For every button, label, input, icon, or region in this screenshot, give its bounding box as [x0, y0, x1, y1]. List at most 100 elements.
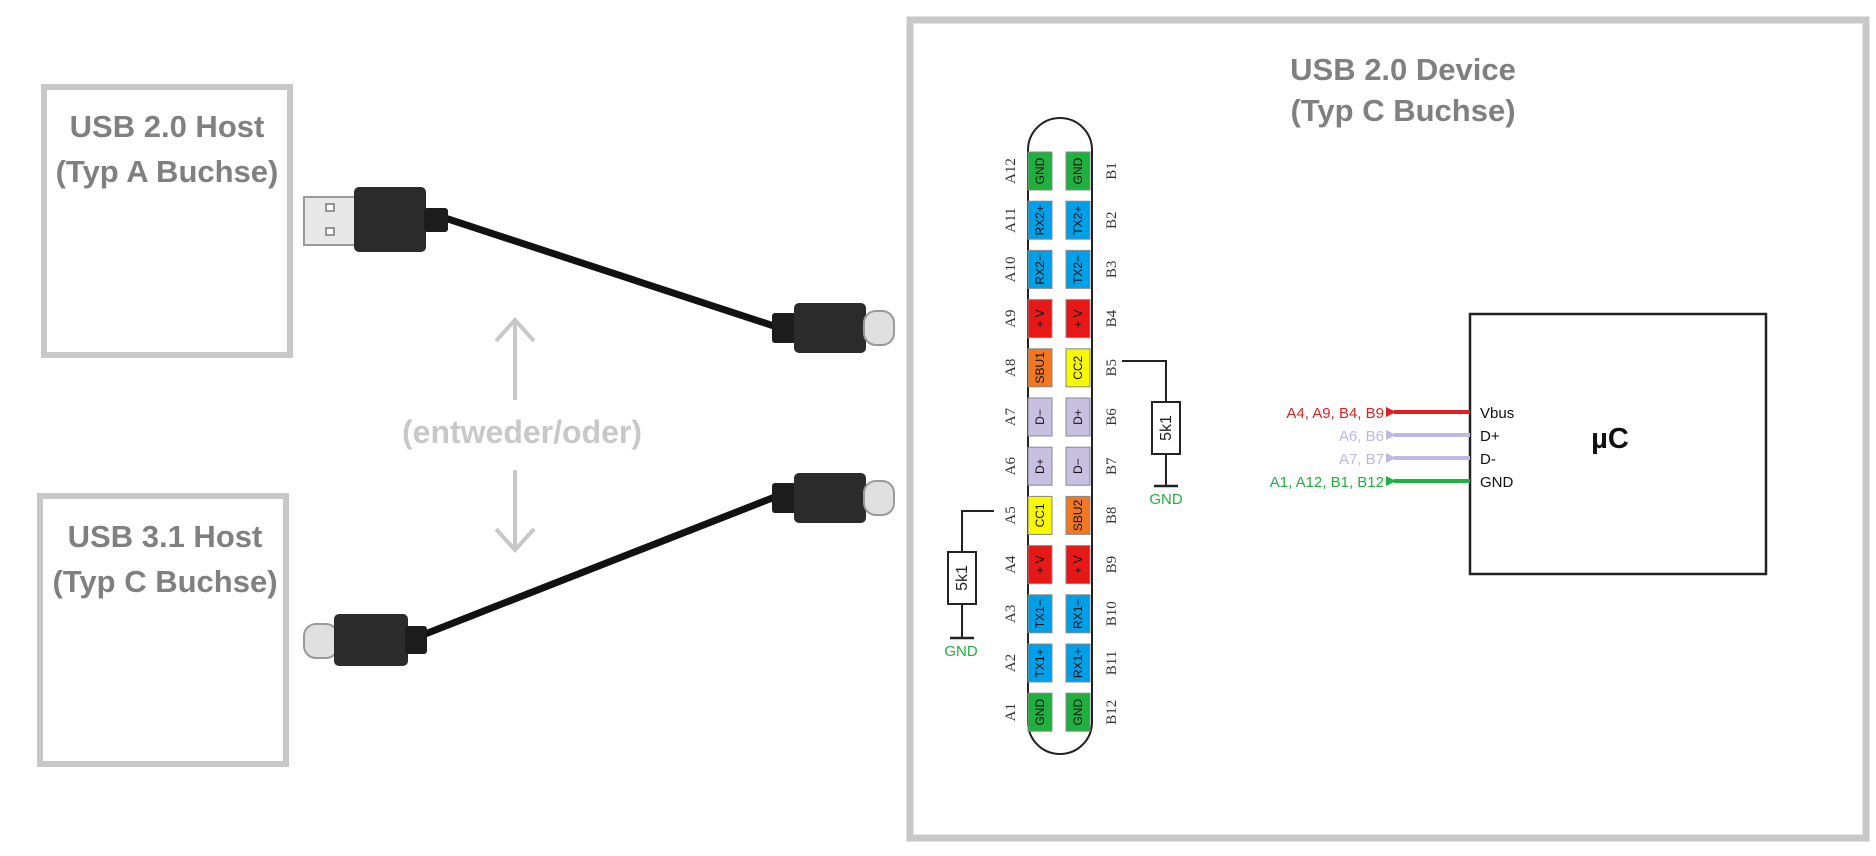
mcu-pin-d: D-A7, B7 — [1339, 451, 1496, 468]
pin-number-label: A8 — [1003, 359, 1019, 377]
connection-label: A7, B7 — [1339, 451, 1384, 468]
pin-function-label: GND — [1033, 699, 1047, 726]
connection-label: A6, B6 — [1339, 428, 1384, 445]
resistor-cc1-gnd: GND — [944, 643, 978, 660]
pin-function-label: CC2 — [1071, 355, 1085, 379]
pin-function-label: + V — [1033, 309, 1047, 327]
pin-function-label: TX1− — [1033, 599, 1047, 628]
pin-cell — [1027, 200, 1053, 240]
mcu-pins: Vbus A4, A9, B4, B9 D+ A6, B6 D-A7, B7 GNDA1,… — [1270, 405, 1514, 491]
pin-function-label: RX1+ — [1071, 648, 1085, 678]
pin-function-label: GND — [1071, 157, 1085, 184]
device-title: USB 2.0 Device — [1290, 52, 1516, 87]
pin-cell — [1065, 495, 1091, 535]
pin-function-label: TX2+ — [1071, 206, 1085, 235]
host-c-box — [37, 493, 289, 767]
pin-number-label: A7 — [1003, 407, 1019, 426]
pin-number-label: B4 — [1104, 309, 1120, 327]
usb-c-plug-icon — [863, 480, 895, 516]
pin-number-label: B1 — [1104, 162, 1120, 180]
pin-a9: + V A9 — [1003, 299, 1053, 339]
pin-function-label: GND — [1033, 157, 1047, 184]
pin-b5: CC2 B5 — [1065, 348, 1120, 388]
pin-function-label: RX2+ — [1033, 205, 1047, 235]
mcu-pin-label: GND — [1480, 474, 1514, 491]
pin-cell — [1065, 200, 1091, 240]
pin-b2: TX2+B2 — [1065, 200, 1120, 240]
pin-a10: RX2− A10 — [1003, 249, 1053, 289]
usb-c-plug-icon — [863, 310, 895, 346]
pin-number-label: B12 — [1104, 700, 1120, 725]
pin-a3: TX1− A3 — [1003, 594, 1053, 634]
pin-a5: CC1 A5 — [1003, 495, 1053, 535]
pin-number-label: B10 — [1104, 601, 1120, 626]
pin-a7: D−A7 — [1003, 397, 1053, 437]
pin-cell — [1027, 594, 1053, 634]
mcu-box — [1468, 312, 1768, 576]
mcu-pin-d: D+ A6, B6 — [1339, 428, 1500, 445]
pin-number-label: A3 — [1003, 605, 1019, 623]
pin-number-label: B8 — [1104, 507, 1120, 525]
mcu-pin-label: Vbus — [1480, 405, 1514, 422]
pin-number-label: A9 — [1003, 309, 1019, 327]
pin-a1: GND A1 — [1003, 692, 1053, 732]
pin-cell — [1027, 643, 1053, 683]
pin-cell — [1065, 397, 1091, 437]
pin-b7: D− B7 — [1065, 446, 1120, 486]
pin-a4: + VA4 — [1003, 545, 1053, 585]
pin-number-label: B11 — [1104, 651, 1120, 675]
pin-function-label: RX2− — [1033, 254, 1047, 284]
host-a-subtitle: (Typ A Buchse) — [56, 154, 279, 189]
pin-function-label: GND — [1071, 699, 1085, 726]
pin-number-label: A1 — [1003, 703, 1019, 721]
pin-function-label: D+ — [1071, 409, 1085, 425]
usb-c-plug-icon — [303, 623, 339, 659]
pin-b11: RX1+ B11 — [1065, 643, 1120, 683]
pin-number-label: A5 — [1003, 506, 1019, 524]
either-or-note: (entweder/oder) — [402, 317, 642, 553]
pin-cell — [1027, 446, 1053, 486]
pin-number-label: B5 — [1104, 359, 1120, 377]
connection-label: A4, A9, B4, B9 — [1286, 405, 1384, 422]
resistor-cc2-gnd: GND — [1149, 491, 1183, 508]
pin-cell — [1065, 348, 1091, 388]
pin-function-label: TX1+ — [1033, 648, 1047, 677]
pin-number-label: A2 — [1003, 654, 1019, 672]
pin-b10: RX1−B10 — [1065, 594, 1120, 634]
cable-usb-a-to-c — [303, 187, 895, 353]
host-a-box — [41, 84, 293, 358]
pin-function-label: D− — [1071, 458, 1085, 474]
pin-cell — [1065, 446, 1091, 486]
host-c-title: USB 3.1 Host — [68, 519, 263, 554]
pin-cell — [1027, 545, 1053, 585]
either-or-text: (entweder/oder) — [402, 414, 642, 450]
pin-number-label: A10 — [1003, 256, 1019, 282]
pin-cell — [1065, 692, 1091, 732]
pin-number-label: A4 — [1003, 555, 1019, 574]
pin-cell — [1027, 151, 1053, 191]
cable-usb-c-to-c — [303, 473, 895, 666]
pin-a2: TX1+ A2 — [1003, 643, 1053, 683]
resistor-cc2: 5k1 GND — [1122, 360, 1183, 508]
pin-b6: D+ B6 — [1065, 397, 1120, 437]
pin-cell — [1027, 299, 1053, 339]
host-c-subtitle: (Typ C Buchse) — [52, 564, 277, 599]
pin-function-label: CC1 — [1033, 503, 1047, 527]
pin-cell — [1027, 397, 1053, 437]
pin-a6: D+A6 — [1003, 446, 1053, 486]
pin-number-label: B7 — [1104, 457, 1120, 475]
pin-number-label: B6 — [1104, 408, 1120, 426]
host-a-title: USB 2.0 Host — [70, 109, 265, 144]
pin-cell — [1027, 348, 1053, 388]
mcu-pin-label: D+ — [1480, 428, 1500, 445]
pin-cell — [1065, 594, 1091, 634]
resistor-cc1: 5k1 GND — [944, 510, 994, 660]
pin-cell — [1027, 249, 1053, 289]
